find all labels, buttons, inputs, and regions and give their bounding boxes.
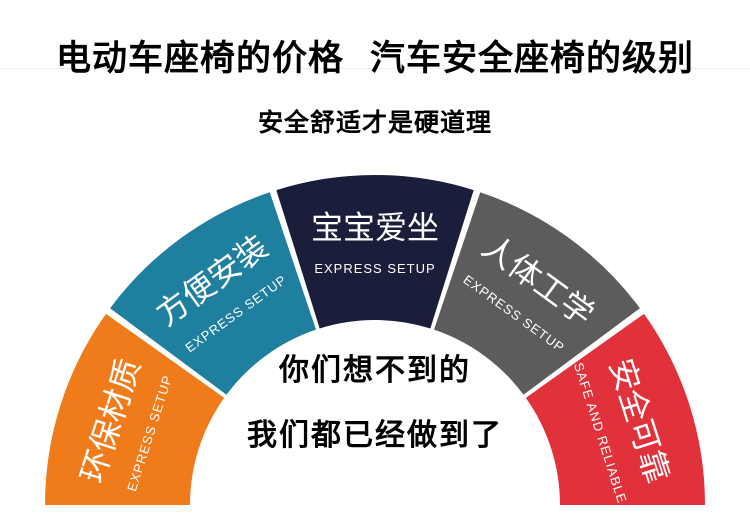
center-text-line-2: 我们都已经做到了 — [247, 418, 503, 453]
header-divider — [0, 68, 750, 69]
page-title: 电动车座椅的价格汽车安全座椅的级别 — [0, 30, 750, 81]
page-subtitle: 安全舒适才是硬道理 — [257, 108, 492, 137]
segment-wedge-4 — [434, 192, 640, 395]
segment-wedge-1 — [45, 313, 225, 505]
title-part-1: 电动车座椅的价格 — [55, 39, 344, 79]
segment-wedge-2 — [110, 192, 316, 395]
segment-wedge-3 — [276, 175, 474, 329]
center-text-line-1: 你们想不到的 — [279, 353, 471, 388]
title-part-2: 汽车安全座椅的级别 — [370, 39, 695, 79]
segment-subtitle-3: EXPRESS SETUP — [314, 261, 435, 276]
segment-wedge-5 — [525, 313, 705, 505]
segment-title-3: 宝宝爱坐 — [311, 209, 439, 247]
